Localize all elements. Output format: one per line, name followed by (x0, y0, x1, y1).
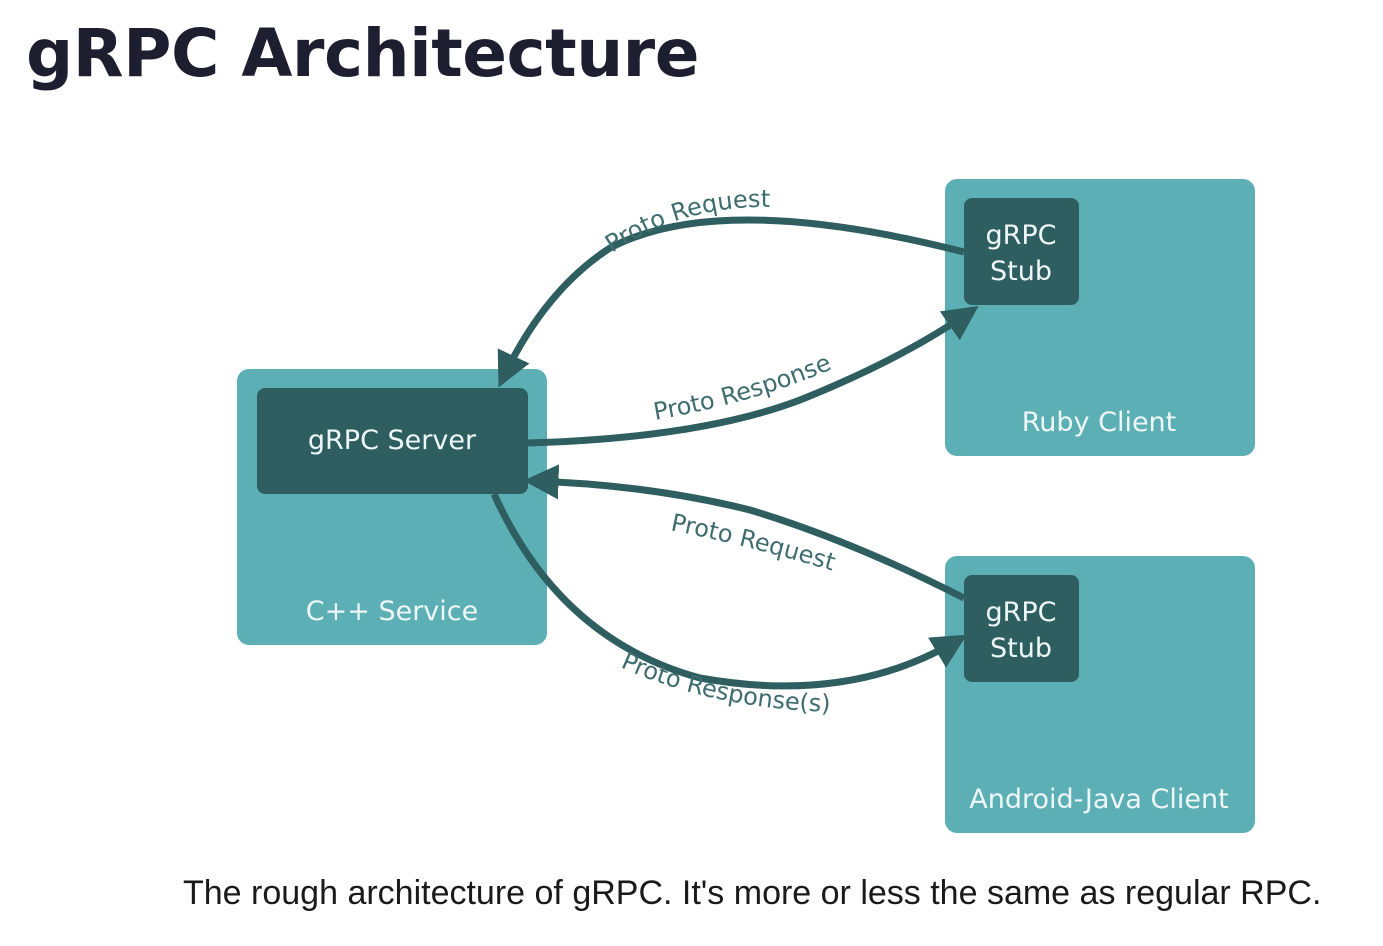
page-title: gRPC Architecture (26, 15, 700, 92)
android-stub-label-line1: gRPC (985, 597, 1056, 628)
figure-caption: The rough architecture of gRPC. It's mor… (183, 874, 1322, 912)
arrow-ruby-request (497, 216, 965, 388)
edge-label-android-request: Proto Request (669, 508, 839, 576)
ruby-grpc-stub-box (964, 198, 1079, 305)
arrow-android-response (490, 492, 967, 690)
edge-label-android-request-text: Proto Request (669, 508, 839, 576)
android-java-client-label: Android-Java Client (969, 784, 1228, 815)
ruby-client-label: Ruby Client (1022, 407, 1177, 438)
cpp-service-node: gRPC Server C++ Service (237, 369, 547, 645)
arrow-ruby-response (527, 306, 979, 447)
ruby-client-node: gRPC Stub Ruby Client (945, 179, 1255, 456)
android-stub-label-line2: Stub (990, 633, 1052, 664)
ruby-stub-label-line2: Stub (990, 256, 1052, 287)
ruby-stub-label-line1: gRPC (985, 220, 1056, 251)
arrow-android-request (523, 464, 966, 602)
cpp-service-label: C++ Service (306, 596, 478, 627)
android-grpc-stub-box (964, 575, 1079, 682)
android-java-client-node: gRPC Stub Android-Java Client (945, 556, 1255, 833)
grpc-server-box (257, 388, 528, 494)
grpc-server-label: gRPC Server (308, 425, 477, 456)
